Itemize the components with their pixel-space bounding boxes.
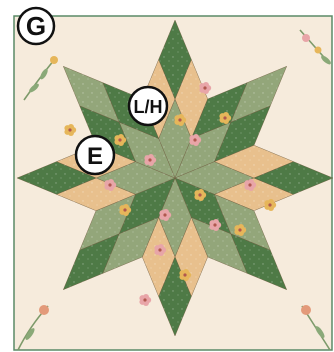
- piece-label-lh: L/H: [134, 97, 163, 117]
- piece-label-e: E: [87, 143, 103, 170]
- piece-callout-lh: L/H: [129, 87, 167, 125]
- piece-callout-e: E: [76, 136, 114, 174]
- lemoyne-star: [17, 20, 333, 336]
- block-letter: G: [26, 11, 46, 41]
- block-letter-badge: G: [18, 8, 54, 44]
